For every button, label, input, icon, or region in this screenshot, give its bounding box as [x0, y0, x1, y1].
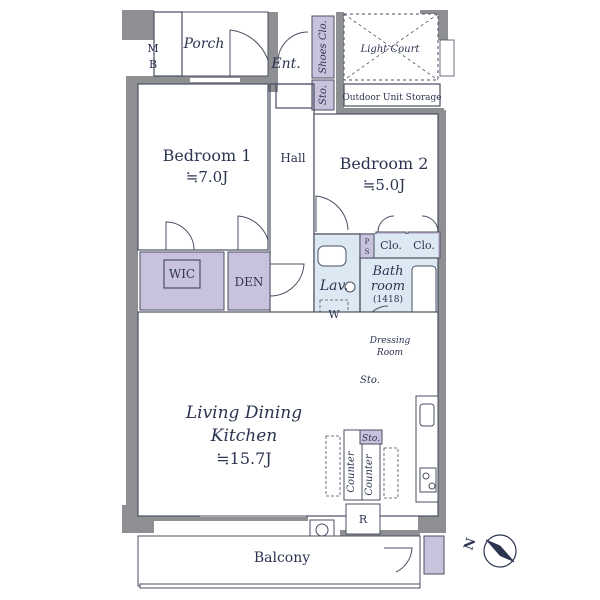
light-court-label: Light Court — [360, 44, 421, 55]
counter1-label: Counter — [346, 450, 357, 492]
clo1-label: Clo. — [380, 239, 402, 252]
bathroom-code: (1418) — [373, 294, 403, 305]
sto-kitchen-label: Sto. — [362, 434, 380, 444]
refrigerator-label: R — [359, 513, 368, 526]
w-label: W — [328, 308, 340, 321]
clo2-label: Clo. — [413, 239, 435, 252]
north-compass-icon: N — [462, 534, 518, 568]
den-label: DEN — [235, 275, 264, 289]
wic-label: WIC — [169, 267, 195, 281]
ps-label-top: P — [365, 238, 370, 246]
light-court — [343, 13, 455, 107]
ldk-label-1: Living Dining — [185, 403, 302, 423]
wic-den — [139, 251, 271, 311]
outdoor-unit-storage-label: Outdoor Unit Storage — [342, 93, 441, 103]
balcony-label: Balcony — [254, 550, 310, 566]
bathroom-label-2: room — [371, 279, 405, 294]
hall-label: Hall — [280, 151, 305, 165]
bedroom1-label: Bedroom 1 — [163, 146, 252, 165]
mb-label-top: M — [147, 42, 158, 55]
bedroom2-label: Bedroom 2 — [340, 154, 429, 173]
ldk-label-2: Kitchen — [210, 426, 277, 446]
ps-label-bottom: S — [365, 248, 370, 256]
bedroom2-size: ≒5.0J — [363, 176, 405, 194]
dressing-label-1: Dressing — [369, 336, 411, 346]
sto-hall-label: Sto. — [318, 85, 329, 105]
sto-dressing-label: Sto. — [360, 375, 380, 386]
balcony — [137, 535, 445, 589]
lav-label: Lav. — [319, 278, 348, 294]
bedroom-1 — [137, 78, 269, 251]
ent-label: Ent. — [270, 56, 300, 72]
counter2-label: Counter — [364, 453, 375, 495]
shoes-clo-label: Shoes Clo. — [318, 20, 329, 73]
ldk-size: ≒15.7J — [216, 449, 271, 468]
porch-label: Porch — [183, 36, 225, 52]
mb-label-bottom: B — [149, 58, 157, 71]
compass-north-label: N — [462, 536, 480, 552]
porch-area — [153, 11, 335, 111]
bathroom-label-1: Bath — [372, 264, 404, 279]
ldk — [137, 311, 439, 541]
room-labels: M B Porch Ent. Shoes Clo. Light Court St… — [147, 20, 441, 566]
dressing-label-2: Room — [376, 348, 403, 358]
bedroom1-size: ≒7.0J — [186, 168, 228, 186]
